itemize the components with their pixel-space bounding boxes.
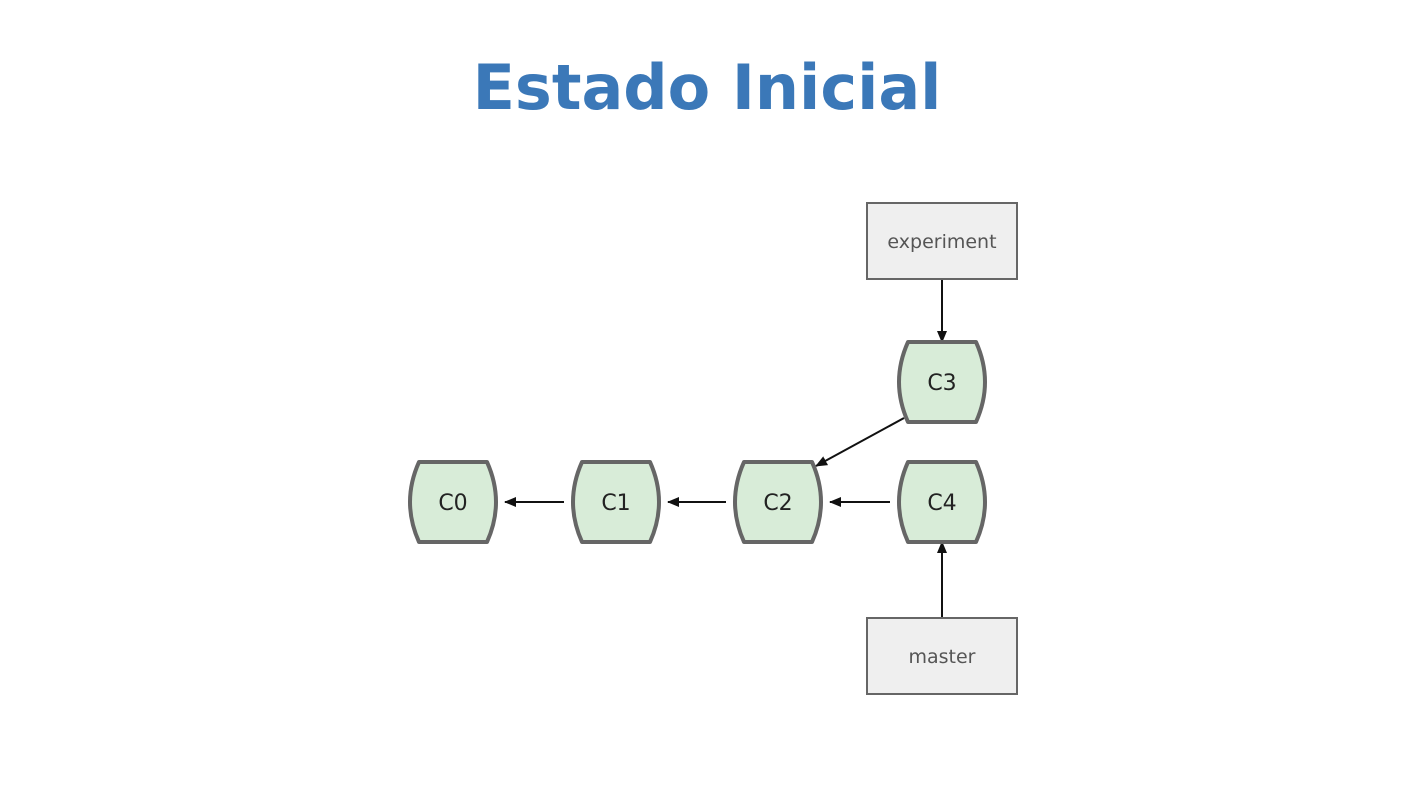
commit-label: C1 [601, 491, 630, 516]
commit-node-c1: C1 [571, 460, 661, 544]
ref-label: experiment [887, 231, 996, 253]
commit-node-c4: C4 [897, 460, 987, 544]
commit-shape [897, 460, 987, 544]
commit-node-c0: C0 [408, 460, 498, 544]
commit-node-c3: C3 [897, 340, 987, 424]
commit-shape [408, 460, 498, 544]
slide-title: Estado Inicial [472, 51, 942, 124]
commit-shape [733, 460, 823, 544]
edges-layer [504, 279, 947, 618]
commit-node-c2: C2 [733, 460, 823, 544]
commit-label: C4 [927, 491, 956, 516]
ref-label: master [908, 646, 975, 668]
ref-box [866, 617, 1018, 695]
commit-label: C3 [927, 371, 956, 396]
ref-box [866, 202, 1018, 280]
commit-label: C2 [763, 491, 792, 516]
branch-ref-master: master [866, 617, 1018, 695]
commit-shape [897, 340, 987, 424]
edge-C3-to-C2 [815, 417, 905, 467]
commit-label: C0 [438, 491, 467, 516]
commit-shape [571, 460, 661, 544]
branch-ref-experiment: experiment [866, 202, 1018, 280]
